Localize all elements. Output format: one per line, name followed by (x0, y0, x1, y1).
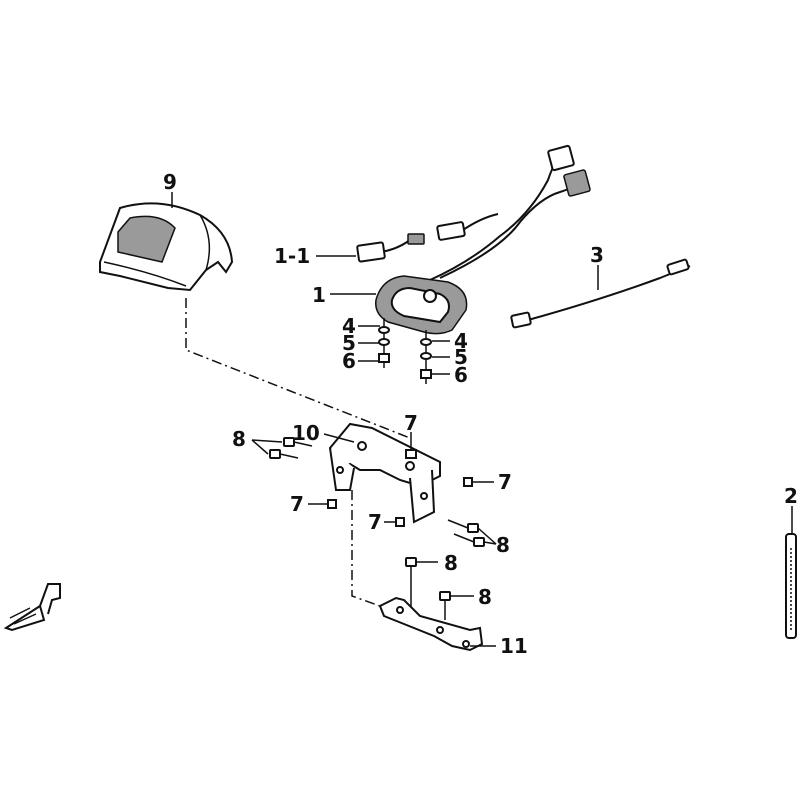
bolt-pair-upper-left (269, 437, 313, 459)
nut-7-left (327, 499, 337, 509)
callout-4-left: 4 (342, 314, 356, 338)
meter-bracket-part (328, 422, 441, 524)
meter-knob (423, 289, 437, 303)
callout-6-right: 6 (454, 363, 468, 387)
bolt-8-mid (405, 557, 417, 567)
meter-assembly-part (375, 275, 468, 335)
callout-6-left: 6 (342, 349, 356, 373)
assembly-line-bracket (351, 490, 381, 607)
callout-7-center: 7 (368, 510, 382, 534)
nut-7-top (405, 449, 417, 459)
connector-plug-upper (547, 144, 575, 172)
cable-tie-part (785, 533, 797, 639)
callout-5-right: 5 (454, 345, 468, 369)
nut-7-right (463, 477, 473, 487)
fastener-stack-right (420, 330, 432, 384)
callout-7-right: 7 (498, 470, 512, 494)
callout-11: 11 (500, 634, 528, 658)
callout-8-right: 8 (496, 533, 510, 557)
fastener-stack-left (378, 318, 390, 368)
lower-bracket-part (378, 596, 484, 652)
callout-1-1: 1-1 (274, 244, 310, 268)
leader-10 (323, 433, 355, 443)
front-direction-arrow-icon (3, 583, 61, 632)
callout-8-mid: 8 (444, 551, 458, 575)
callout-5-left: 5 (342, 331, 356, 355)
callout-10: 10 (292, 421, 320, 445)
callout-1: 1 (312, 283, 326, 307)
nut-7-center (395, 517, 405, 527)
callout-2: 2 (784, 484, 798, 508)
speedometer-cable-part (510, 258, 691, 329)
callout-3: 3 (590, 243, 604, 267)
relay-plug (407, 233, 425, 245)
bolt-8-low (439, 591, 451, 601)
callout-7-left: 7 (290, 492, 304, 516)
meter-cover-part (99, 202, 234, 292)
callout-8-upper-left: 8 (232, 427, 246, 451)
callout-8-low: 8 (478, 585, 492, 609)
connector-small (436, 221, 466, 241)
assembly-line-cover (185, 298, 411, 439)
callout-9: 9 (163, 170, 177, 194)
wire-harness (356, 144, 591, 281)
connector-plug-lower (563, 169, 591, 197)
callout-7-top: 7 (404, 411, 418, 435)
relay-unit (356, 241, 386, 263)
callout-4-right: 4 (454, 329, 468, 353)
bolt-pair-right (447, 519, 485, 547)
